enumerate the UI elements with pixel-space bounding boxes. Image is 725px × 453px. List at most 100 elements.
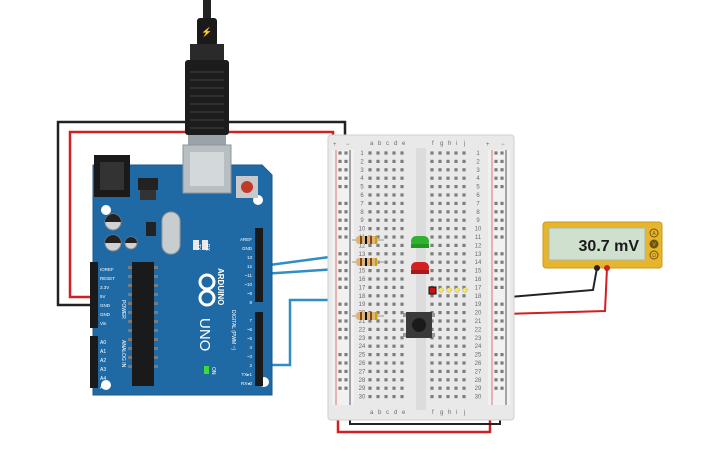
breadboard-hole[interactable] (400, 344, 404, 348)
breadboard-hole[interactable] (430, 176, 434, 180)
rail-hole[interactable] (494, 235, 498, 239)
breadboard-hole[interactable] (430, 395, 434, 399)
rail-hole[interactable] (344, 277, 348, 281)
breadboard-hole[interactable] (376, 344, 380, 348)
breadboard-hole[interactable] (384, 185, 388, 189)
mode-v-button[interactable] (649, 239, 659, 249)
breadboard-hole[interactable] (368, 185, 372, 189)
breadboard-hole[interactable] (368, 193, 372, 197)
breadboard-hole[interactable] (454, 260, 458, 264)
breadboard-hole[interactable] (376, 378, 380, 382)
breadboard-hole[interactable] (454, 210, 458, 214)
breadboard-hole[interactable] (400, 386, 404, 390)
breadboard-hole[interactable] (392, 277, 396, 281)
breadboard-hole[interactable] (438, 277, 442, 281)
rail-hole[interactable] (494, 302, 498, 306)
breadboard-hole[interactable] (384, 378, 388, 382)
breadboard-hole[interactable] (430, 302, 434, 306)
breadboard-hole[interactable] (384, 176, 388, 180)
mode-a-button[interactable] (649, 228, 659, 238)
breadboard-hole[interactable] (438, 269, 442, 273)
breadboard-hole[interactable] (438, 285, 442, 289)
breadboard-hole[interactable] (438, 378, 442, 382)
rail-hole[interactable] (344, 159, 348, 163)
breadboard-hole[interactable] (446, 176, 450, 180)
breadboard-hole[interactable] (430, 361, 434, 365)
breadboard-hole[interactable] (446, 210, 450, 214)
breadboard-hole[interactable] (384, 395, 388, 399)
breadboard-hole[interactable] (438, 159, 442, 163)
breadboard-hole[interactable] (392, 210, 396, 214)
breadboard-hole[interactable] (384, 193, 388, 197)
breadboard-hole[interactable] (400, 395, 404, 399)
breadboard-hole[interactable] (454, 378, 458, 382)
breadboard-hole[interactable] (438, 210, 442, 214)
breadboard-hole[interactable] (446, 353, 450, 357)
rail-hole[interactable] (494, 277, 498, 281)
rail-hole[interactable] (500, 218, 504, 222)
led-red[interactable] (411, 262, 429, 274)
breadboard-hole[interactable] (368, 327, 372, 331)
rail-hole[interactable] (500, 319, 504, 323)
breadboard-hole[interactable] (454, 395, 458, 399)
breadboard-hole[interactable] (454, 353, 458, 357)
rail-hole[interactable] (344, 302, 348, 306)
breadboard-hole[interactable] (376, 185, 380, 189)
breadboard-hole[interactable] (368, 159, 372, 163)
breadboard-hole[interactable] (368, 302, 372, 306)
rail-hole[interactable] (338, 185, 342, 189)
breadboard-hole[interactable] (392, 193, 396, 197)
breadboard-hole[interactable] (392, 378, 396, 382)
breadboard-hole[interactable] (400, 151, 404, 155)
breadboard-hole[interactable] (454, 294, 458, 298)
breadboard-hole[interactable] (392, 151, 396, 155)
breadboard-holes[interactable] (338, 151, 504, 399)
breadboard-hole[interactable] (392, 227, 396, 231)
breadboard-hole[interactable] (430, 193, 434, 197)
rail-hole[interactable] (344, 319, 348, 323)
breadboard-hole[interactable] (454, 201, 458, 205)
breadboard-hole[interactable] (430, 185, 434, 189)
breadboard-hole[interactable] (430, 277, 434, 281)
breadboard-hole[interactable] (454, 302, 458, 306)
breadboard-hole[interactable] (400, 319, 404, 323)
breadboard-hole[interactable] (376, 302, 380, 306)
rail-hole[interactable] (500, 311, 504, 315)
breadboard-hole[interactable] (368, 369, 372, 373)
rail-hole[interactable] (500, 252, 504, 256)
breadboard-hole[interactable] (454, 269, 458, 273)
breadboard-hole[interactable] (384, 336, 388, 340)
rail-hole[interactable] (494, 327, 498, 331)
breadboard-hole[interactable] (368, 277, 372, 281)
breadboard-hole[interactable] (454, 386, 458, 390)
rail-hole[interactable] (494, 168, 498, 172)
breadboard-hole[interactable] (368, 294, 372, 298)
meter-v-terminal[interactable] (604, 265, 610, 271)
rail-hole[interactable] (338, 269, 342, 273)
rail-hole[interactable] (338, 302, 342, 306)
breadboard-hole[interactable] (368, 378, 372, 382)
breadboard-hole[interactable] (454, 151, 458, 155)
rail-hole[interactable] (344, 210, 348, 214)
breadboard-hole[interactable] (392, 243, 396, 247)
rail-hole[interactable] (338, 151, 342, 155)
breadboard-hole[interactable] (430, 353, 434, 357)
breadboard-hole[interactable] (392, 327, 396, 331)
mode-ohm-button[interactable] (649, 250, 659, 260)
rail-hole[interactable] (344, 311, 348, 315)
breadboard-hole[interactable] (400, 378, 404, 382)
rail-hole[interactable] (500, 336, 504, 340)
breadboard-hole[interactable] (368, 227, 372, 231)
breadboard-hole[interactable] (454, 185, 458, 189)
breadboard-hole[interactable] (392, 235, 396, 239)
breadboard-hole[interactable] (430, 243, 434, 247)
rail-hole[interactable] (500, 302, 504, 306)
breadboard-hole[interactable] (392, 386, 396, 390)
breadboard-hole[interactable] (438, 311, 442, 315)
breadboard-hole[interactable] (454, 369, 458, 373)
breadboard-hole[interactable] (400, 159, 404, 163)
rail-hole[interactable] (344, 336, 348, 340)
rail-hole[interactable] (494, 269, 498, 273)
breadboard-hole[interactable] (392, 260, 396, 264)
breadboard-hole[interactable] (462, 285, 466, 289)
